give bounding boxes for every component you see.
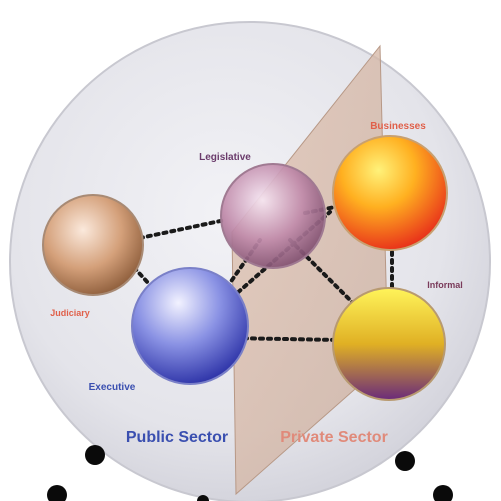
dot-icon [395, 451, 415, 471]
connector-judiciary-legislative [138, 218, 227, 240]
label-informal: Informal [427, 280, 463, 290]
label-public-sector: Public Sector [126, 429, 228, 446]
dot-icon [47, 485, 67, 501]
sphere-informal-icon [332, 287, 446, 401]
sphere-executive-icon [131, 267, 249, 385]
dot-icon [197, 495, 209, 501]
label-legislative: Legislative [199, 152, 251, 163]
label-businesses: Businesses [370, 121, 426, 132]
dot-icon [433, 485, 453, 501]
label-private-sector: Private Sector [280, 429, 388, 446]
sphere-judiciary-icon [42, 194, 144, 296]
label-executive: Executive [89, 382, 136, 393]
sphere-businesses-icon [332, 135, 448, 251]
dot-icon [85, 445, 105, 465]
decorative-dots [47, 445, 453, 501]
label-judiciary: Judiciary [50, 308, 90, 318]
sphere-legislative-icon [220, 163, 326, 269]
